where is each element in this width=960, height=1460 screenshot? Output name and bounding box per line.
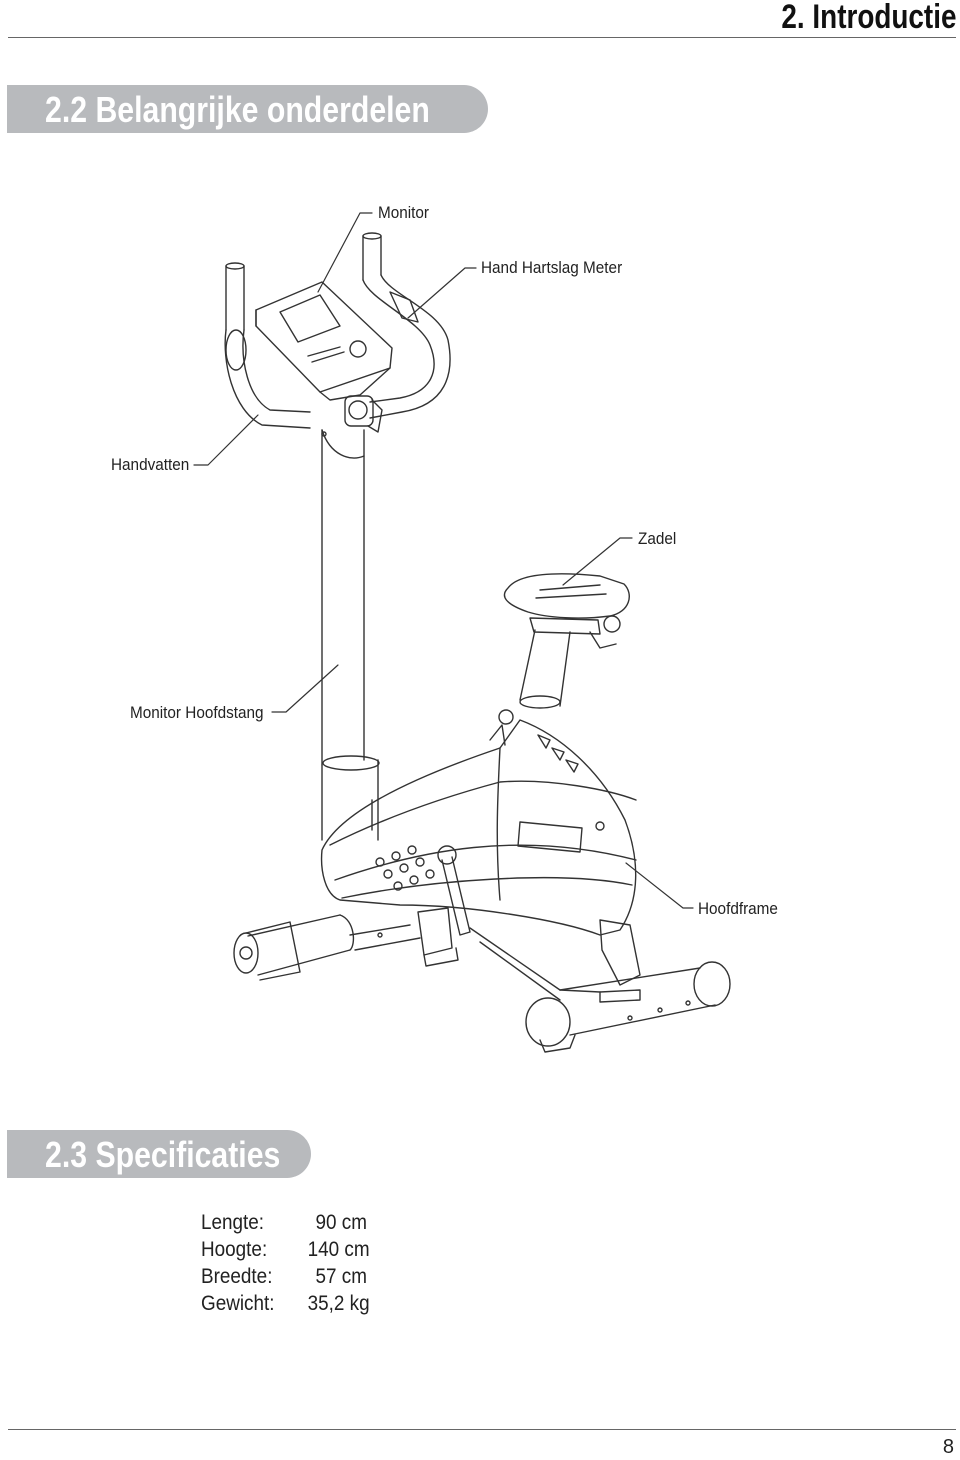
callout-monitor-post: Monitor Hoofdstang xyxy=(130,703,264,722)
rear-stabilizer xyxy=(469,927,731,1053)
spec-row-height: Hoogte: 140 cm xyxy=(201,1236,370,1263)
callout-leaders xyxy=(193,212,694,909)
chapter-title: 2. Introductie xyxy=(780,0,956,36)
handlebar xyxy=(224,232,451,429)
callout-monitor: Monitor xyxy=(378,203,430,222)
spec-row-width: Breedte: 57 cm xyxy=(201,1263,367,1290)
spec-label: Gewicht: xyxy=(201,1292,275,1315)
specifications-table: Lengte: 90 cm Hoogte: 140 cm Breedte: 57… xyxy=(201,1209,370,1317)
exercise-bike-illustration xyxy=(193,212,731,1053)
stem-knob xyxy=(344,395,383,433)
section-heading-parts: 2.2 Belangrijke onderdelen xyxy=(7,85,488,133)
front-stabilizer xyxy=(233,914,421,981)
header-rule xyxy=(8,37,956,38)
spec-label: Breedte: xyxy=(201,1265,273,1288)
footer-rule xyxy=(8,1429,956,1430)
vent-holes xyxy=(375,845,435,891)
section-heading-specs-text: 2.3 Specificaties xyxy=(45,1134,281,1175)
section-heading-specs: 2.3 Specificaties xyxy=(7,1130,311,1178)
pedal-crank xyxy=(417,845,471,967)
main-frame-body xyxy=(320,719,641,986)
page-number: 8 xyxy=(942,1436,954,1458)
monitor-post xyxy=(321,429,380,841)
spec-value: 90 cm xyxy=(315,1211,367,1234)
callout-saddle: Zadel xyxy=(638,529,677,548)
saddle-assembly xyxy=(489,573,630,746)
callout-main-frame: Hoofdframe xyxy=(698,899,778,918)
monitor-console xyxy=(255,281,393,401)
spec-label: Hoogte: xyxy=(201,1238,268,1261)
section-heading-parts-text: 2.2 Belangrijke onderdelen xyxy=(45,89,430,130)
spec-row-weight: Gewicht: 35,2 kg xyxy=(201,1290,370,1317)
spec-value: 57 cm xyxy=(315,1265,367,1288)
callout-handles: Handvatten xyxy=(111,455,190,474)
spec-row-length: Lengte: 90 cm xyxy=(201,1209,367,1236)
spec-value: 140 cm xyxy=(307,1238,370,1261)
spec-label: Lengte: xyxy=(201,1211,265,1234)
callout-hand-heart-rate-meter: Hand Hartslag Meter xyxy=(481,258,623,277)
spec-value: 35,2 kg xyxy=(307,1292,370,1315)
